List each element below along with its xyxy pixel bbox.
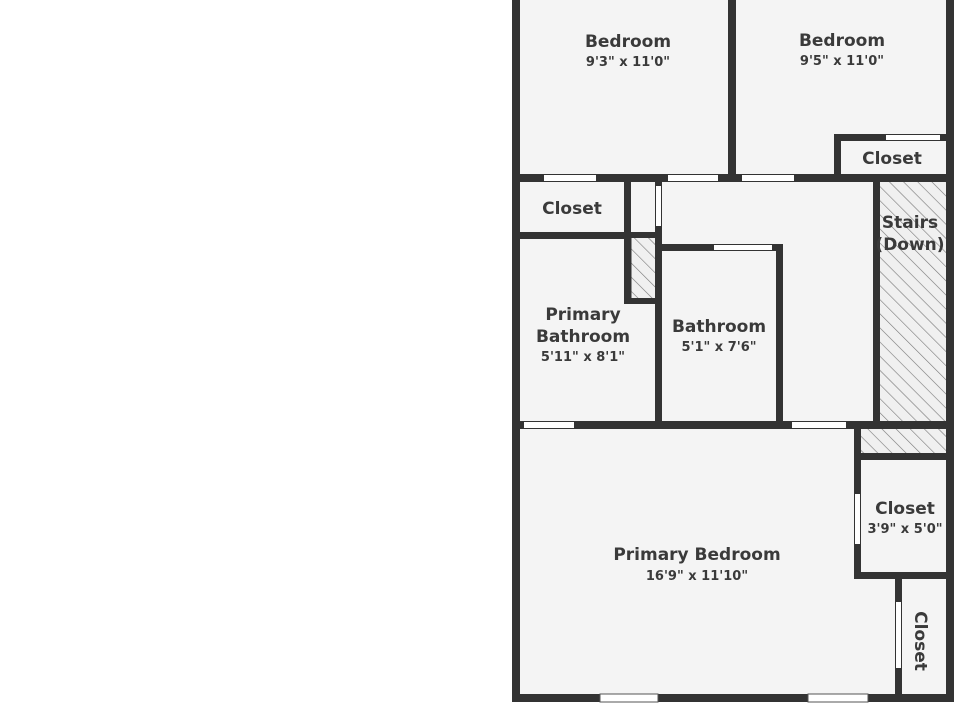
door-opening-bedroom-b bbox=[742, 175, 794, 181]
wall-stairs-left bbox=[873, 178, 880, 426]
closet-vertical-name: Closet bbox=[910, 611, 930, 671]
window-bottom-right bbox=[807, 693, 869, 703]
wall-bathroom-right bbox=[776, 244, 783, 426]
door-opening-primary-bath bbox=[524, 422, 574, 428]
closet-right-name: Closet bbox=[875, 499, 935, 519]
door-opening-small-closet bbox=[656, 186, 661, 226]
closet-left-name: Closet bbox=[542, 199, 602, 219]
wall-small-closet-right bbox=[655, 178, 662, 304]
primary-bathroom-name-line1: Primary bbox=[545, 305, 620, 325]
door-opening-primary-bed bbox=[792, 422, 846, 428]
wall-bathroom-left bbox=[655, 244, 662, 426]
bedroom-a-dims: 9'3" x 11'0" bbox=[586, 55, 670, 70]
door-opening-bedroom-a bbox=[544, 175, 596, 181]
wall-small-closet-bottom bbox=[624, 298, 662, 304]
door-opening-hall-1 bbox=[668, 175, 718, 181]
stairs-hatch bbox=[878, 180, 949, 425]
exterior-wall-left bbox=[512, 0, 520, 702]
closet-top-right-name: Closet bbox=[862, 149, 922, 169]
wall-closet-r-top bbox=[854, 453, 950, 460]
bedroom-b-name: Bedroom bbox=[799, 31, 885, 51]
door-opening-closet-v bbox=[896, 602, 901, 668]
bedroom-a-name: Bedroom bbox=[585, 32, 671, 52]
stairs-name-line1: Stairs bbox=[882, 213, 938, 233]
primary-bathroom-name-line2: Bathroom bbox=[536, 327, 630, 347]
window-bottom-left bbox=[599, 693, 659, 703]
door-opening-bathroom bbox=[714, 245, 772, 250]
exterior-wall-bottom bbox=[512, 694, 954, 702]
chase-hatch-small bbox=[630, 236, 658, 300]
wall-top-row-bottom bbox=[512, 174, 954, 182]
wall-closet-left-right bbox=[624, 178, 631, 304]
bathroom-dims: 5'1" x 7'6" bbox=[681, 340, 756, 355]
chase-hatch-bottom bbox=[859, 427, 949, 455]
primary-bedroom-dims: 16'9" x 11'10" bbox=[646, 569, 748, 584]
door-opening-closet-tr bbox=[886, 135, 940, 140]
wall-bedroom-divider bbox=[728, 0, 736, 182]
door-opening-closet-r bbox=[855, 494, 860, 544]
closet-right-dims: 3'9" x 5'0" bbox=[867, 522, 942, 537]
exterior-wall-right bbox=[946, 0, 954, 702]
bathroom-name: Bathroom bbox=[672, 317, 766, 337]
primary-bathroom-dims: 5'11" x 8'1" bbox=[541, 350, 625, 365]
stairs-name-line2: (Down) bbox=[875, 235, 944, 255]
bedroom-b-dims: 9'5" x 11'0" bbox=[800, 54, 884, 69]
wall-closet-tr-left bbox=[834, 134, 841, 178]
wall-closet-left-bottom bbox=[512, 232, 630, 239]
wall-middle-horizontal bbox=[512, 421, 954, 429]
primary-bedroom-name: Primary Bedroom bbox=[613, 545, 780, 565]
wall-small-closet-mid bbox=[624, 232, 662, 238]
